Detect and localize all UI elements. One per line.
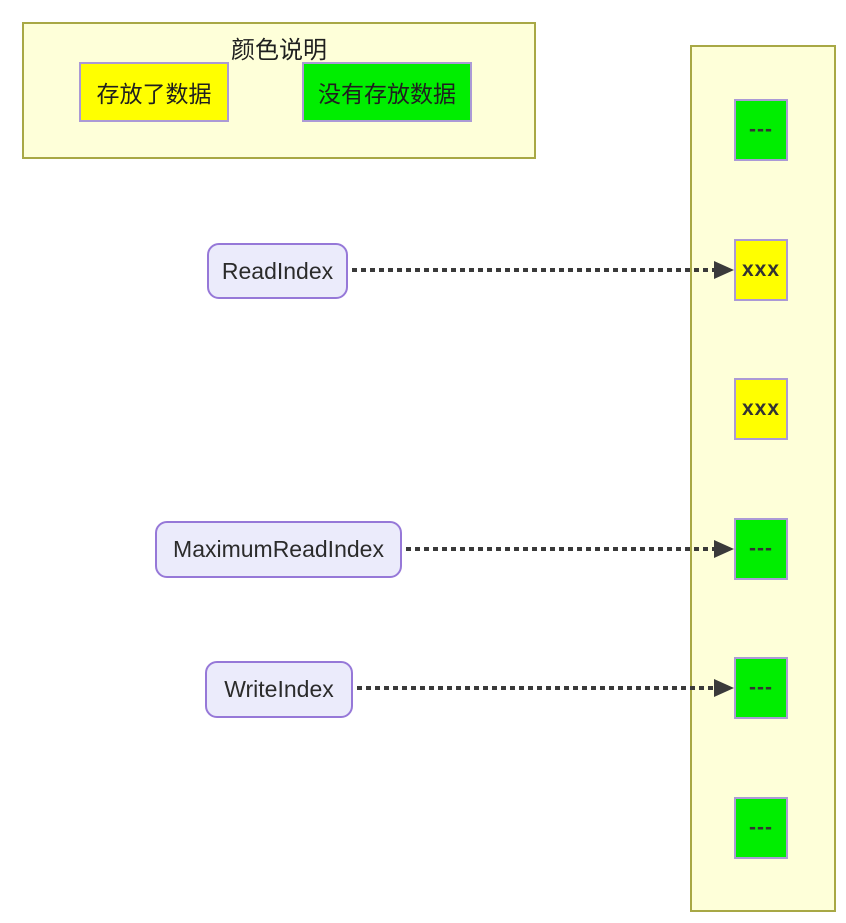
writeindex-label: WriteIndex xyxy=(205,661,353,718)
readindex-arrow-line xyxy=(352,268,714,272)
legend-swatch-stored: 存放了数据 xyxy=(79,62,229,122)
maximumreadindex-arrowhead-icon xyxy=(714,540,734,558)
maximumreadindex-arrow-line xyxy=(406,547,714,551)
legend-title: 颜色说明 xyxy=(231,37,327,64)
writeindex-arrow-line xyxy=(357,686,714,690)
buffer-column xyxy=(690,45,836,912)
buffer-cell: --- xyxy=(734,518,788,580)
writeindex-arrowhead-icon xyxy=(714,679,734,697)
readindex-label: ReadIndex xyxy=(207,243,348,299)
maximumreadindex-label: MaximumReadIndex xyxy=(155,521,402,578)
buffer-cell: --- xyxy=(734,99,788,161)
readindex-arrowhead-icon xyxy=(714,261,734,279)
buffer-cell: --- xyxy=(734,797,788,859)
buffer-cell: --- xyxy=(734,657,788,719)
legend-swatch-empty: 没有存放数据 xyxy=(302,62,472,122)
buffer-cell: xxx xyxy=(734,239,788,301)
legend-box: 颜色说明 存放了数据 没有存放数据 xyxy=(22,22,536,159)
buffer-cell: xxx xyxy=(734,378,788,440)
